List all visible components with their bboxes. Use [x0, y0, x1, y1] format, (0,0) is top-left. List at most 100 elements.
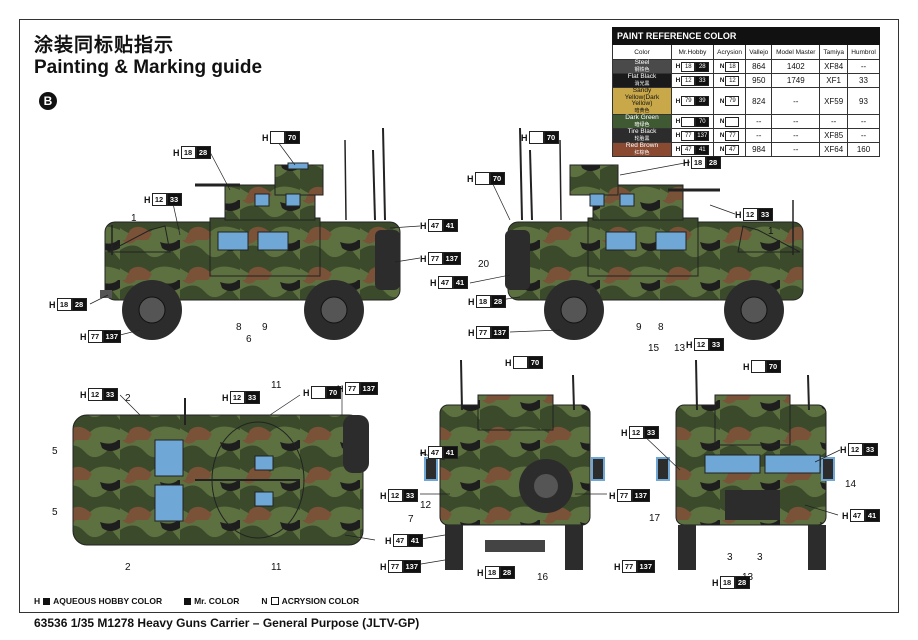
n-code: 77 — [725, 130, 740, 141]
callout-code-b: 33 — [166, 193, 182, 206]
callout-code-a: 47 — [437, 276, 453, 289]
callout-code-b: 33 — [862, 443, 878, 456]
col-modelmaster: Model Master — [771, 44, 821, 60]
side-view-left — [100, 127, 401, 340]
callout-code-a: 12 — [693, 338, 709, 351]
callout-code-b: 137 — [490, 326, 510, 339]
n-code — [725, 116, 740, 127]
callout-code-b: 41 — [442, 446, 458, 459]
part-number: 13 — [674, 343, 686, 354]
legend-acrysion-label: ACRYSION COLOR — [281, 596, 360, 606]
callout-empty-box — [750, 360, 766, 373]
callout-code-a: 47 — [427, 219, 443, 232]
callout-key: H — [735, 209, 742, 220]
callout-code-a: 77 — [621, 560, 637, 573]
callout-code-a: 77 — [344, 382, 360, 395]
mr-code: 70 — [695, 116, 710, 127]
front-view — [656, 359, 835, 570]
n-code: 12 — [725, 75, 740, 86]
callout-code-b: 28 — [195, 146, 211, 159]
callout-code-b: 33 — [102, 388, 118, 401]
title-english: Painting & Marking guide — [34, 57, 263, 78]
part-number: 5 — [52, 446, 58, 457]
callout-code-b: 28 — [734, 576, 750, 589]
product-caption: 63536 1/35 M1278 Heavy Guns Carrier – Ge… — [34, 616, 420, 630]
callout-key: H — [609, 490, 616, 501]
callout-code-a: 12 — [151, 193, 167, 206]
callout-code-b: 137 — [359, 382, 379, 395]
part-number: 8 — [236, 322, 242, 333]
part-number: 16 — [537, 572, 549, 583]
n-code: 79 — [725, 96, 740, 107]
callout-key: H — [467, 173, 474, 184]
callout-code-a: 77 — [475, 326, 491, 339]
callout-key: H — [430, 277, 437, 288]
callout-empty-box — [528, 131, 544, 144]
part-number: 2 — [125, 562, 131, 573]
callout-key: H — [380, 490, 387, 501]
page-frame — [19, 19, 899, 613]
callout-code: 70 — [543, 131, 559, 144]
callout-key: H — [468, 296, 475, 307]
title-chinese: 涂装同标贴指示 — [34, 34, 175, 56]
col-color: Color — [612, 44, 672, 60]
callout-key: H — [743, 361, 750, 372]
part-number: 11 — [271, 380, 282, 391]
part-number: 3 — [727, 552, 733, 563]
part-number: 11 — [271, 562, 282, 573]
mm-cell: -- — [771, 142, 821, 157]
paint-name: Steel — [634, 59, 650, 66]
callout-code-a: 12 — [229, 391, 245, 404]
callout-code-a: 77 — [387, 560, 403, 573]
h-code: 77 — [681, 130, 696, 141]
paint-name-cn: 暗绿色 — [634, 121, 650, 128]
callout-key: H — [842, 510, 849, 521]
legend: H AQUEOUS HOBBY COLOR Mr. COLOR N ACRYSI… — [34, 596, 359, 606]
callout-empty-box — [310, 386, 326, 399]
n-code: 47 — [725, 144, 740, 155]
h-code: 18 — [681, 61, 696, 72]
callout-empty-box — [512, 356, 528, 369]
callout-code-b: 137 — [442, 252, 462, 265]
callout-code-a: 77 — [427, 252, 443, 265]
callout-key: H — [385, 535, 392, 546]
mr-code: 39 — [695, 96, 710, 107]
mr-code: 41 — [695, 144, 710, 155]
part-number: 14 — [845, 479, 857, 490]
callout-code-b: 28 — [705, 156, 721, 169]
part-number: 1 — [768, 226, 774, 237]
callout-key: H — [505, 357, 512, 368]
col-mrhobby: Mr.Hobby — [671, 44, 714, 60]
callout-key: H — [420, 253, 427, 264]
callout-code-a: 18 — [56, 298, 72, 311]
n-code: 18 — [725, 61, 740, 72]
callout-code-a: 47 — [392, 534, 408, 547]
callout-code-a: 12 — [742, 208, 758, 221]
callout-code-b: 41 — [442, 219, 458, 232]
callout-key: H — [614, 561, 621, 572]
callout-key: H — [621, 427, 628, 438]
callout-key: H — [686, 339, 693, 350]
callout-code: 70 — [527, 356, 543, 369]
